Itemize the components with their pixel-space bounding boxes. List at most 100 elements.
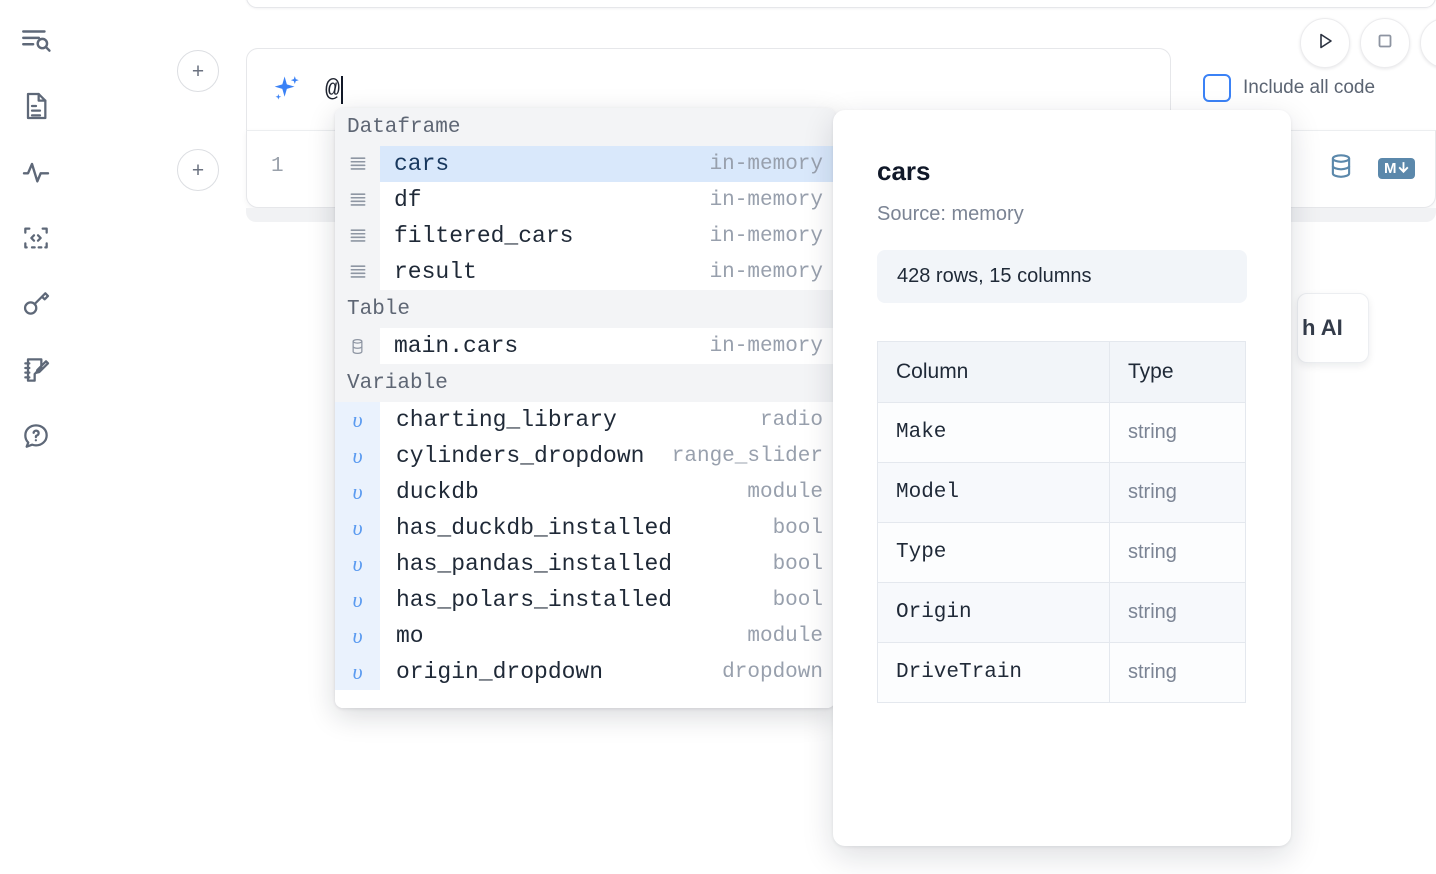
plus-icon: +: [191, 59, 205, 83]
file-document-icon: [20, 90, 52, 122]
schema-column-name: Origin: [877, 582, 1110, 643]
autocomplete-group-header: Table: [335, 290, 835, 328]
include-all-code-checkbox[interactable]: [1203, 74, 1231, 102]
line-number: 1: [271, 155, 284, 178]
autocomplete-item-name: origin_dropdown: [396, 659, 604, 685]
more-options-button[interactable]: [1420, 18, 1436, 68]
autocomplete-item-type: module: [747, 624, 823, 648]
sidebar-item-secrets[interactable]: [14, 282, 58, 326]
autocomplete-item-name: filtered_cars: [394, 223, 574, 249]
column-header-type: Type: [1109, 341, 1246, 403]
autocomplete-group-header: Variable: [335, 364, 835, 402]
generate-with-ai-label: h AI: [1302, 315, 1343, 340]
generate-with-ai-button[interactable]: h AI: [1297, 293, 1369, 363]
list-fade-overlay: [335, 692, 835, 708]
autocomplete-item-type: radio: [759, 408, 823, 432]
notebook-pencil-icon: [20, 354, 52, 386]
activity-pulse-icon: [20, 156, 52, 188]
sparkle-ai-icon: [269, 73, 303, 107]
play-icon: [1313, 29, 1337, 58]
sidebar-item-scratchpad[interactable]: [14, 348, 58, 392]
autocomplete-item-name: df: [394, 187, 422, 213]
autocomplete-item-name: cylinders_dropdown: [396, 443, 645, 469]
variable-icon: υ: [335, 546, 380, 582]
sidebar-item-files[interactable]: [14, 84, 58, 128]
autocomplete-item-name: has_duckdb_installed: [396, 515, 673, 541]
variable-icon: υ: [335, 474, 380, 510]
autocomplete-item-type: in-memory: [709, 334, 823, 358]
variable-icon: υ: [335, 582, 380, 618]
plus-icon: +: [191, 158, 205, 182]
autocomplete-item-name: has_pandas_installed: [396, 551, 673, 577]
stop-square-icon: [1373, 29, 1397, 58]
autocomplete-item-type: bool: [772, 516, 823, 540]
table-header-row: Column Type: [877, 341, 1246, 403]
dataframe-icon: [335, 182, 380, 218]
add-cell-above-button[interactable]: +: [177, 50, 219, 92]
preview-shape-badge: 428 rows, 15 columns: [877, 250, 1247, 303]
autocomplete-item-type: in-memory: [709, 260, 823, 284]
autocomplete-item-type: in-memory: [709, 152, 823, 176]
run-button[interactable]: [1300, 18, 1350, 68]
autocomplete-item-name: cars: [394, 151, 450, 177]
dataframe-icon: [335, 146, 380, 182]
sidebar-item-snippets[interactable]: [14, 216, 58, 260]
autocomplete-item[interactable]: cars in-memory: [335, 146, 835, 182]
cell-above-clipped: [246, 0, 1436, 8]
autocomplete-group-header: Dataframe: [335, 108, 835, 146]
variable-icon: υ: [335, 402, 380, 438]
schema-column-type: string: [1109, 522, 1246, 583]
autocomplete-item-type: bool: [772, 588, 823, 612]
schema-column-type: string: [1109, 582, 1246, 643]
ai-prompt-value: @: [325, 75, 341, 104]
schema-column-name: DriveTrain: [877, 642, 1110, 703]
dataframe-preview-panel: cars Source: memory 428 rows, 15 columns…: [833, 110, 1291, 846]
autocomplete-item-body: has_polars_installed bool: [380, 582, 835, 618]
sidebar-item-variables[interactable]: [14, 150, 58, 194]
add-cell-below-button[interactable]: +: [177, 149, 219, 191]
run-controls: [1300, 18, 1436, 68]
schema-column-name: Make: [877, 402, 1110, 463]
autocomplete-item-body: cylinders_dropdown range_slider: [380, 438, 835, 474]
preview-title: cars: [877, 156, 931, 186]
include-all-code-row[interactable]: Include all code: [1203, 74, 1375, 102]
schema-column-name: Model: [877, 462, 1110, 523]
autocomplete-item-name: result: [394, 259, 477, 285]
database-icon[interactable]: [1326, 151, 1356, 186]
text-caret: [341, 75, 344, 104]
autocomplete-item[interactable]: result in-memory: [335, 254, 835, 290]
sidebar-item-help[interactable]: [14, 414, 58, 458]
autocomplete-item[interactable]: υ has_polars_installed bool: [335, 582, 835, 618]
autocomplete-item-name: has_polars_installed: [396, 587, 673, 613]
autocomplete-item-type: module: [747, 480, 823, 504]
sidebar-item-explore[interactable]: [14, 18, 58, 62]
column-header-column: Column: [877, 341, 1110, 403]
dataframe-icon: [335, 218, 380, 254]
autocomplete-item-type: range_slider: [671, 444, 823, 468]
preview-source: Source: memory: [877, 203, 1024, 225]
markdown-icon[interactable]: M: [1378, 158, 1415, 179]
ai-prompt-input[interactable]: @: [325, 75, 344, 104]
autocomplete-item-name: duckdb: [396, 479, 479, 505]
interrupt-button[interactable]: [1360, 18, 1410, 68]
explore-search-icon: [19, 23, 53, 57]
